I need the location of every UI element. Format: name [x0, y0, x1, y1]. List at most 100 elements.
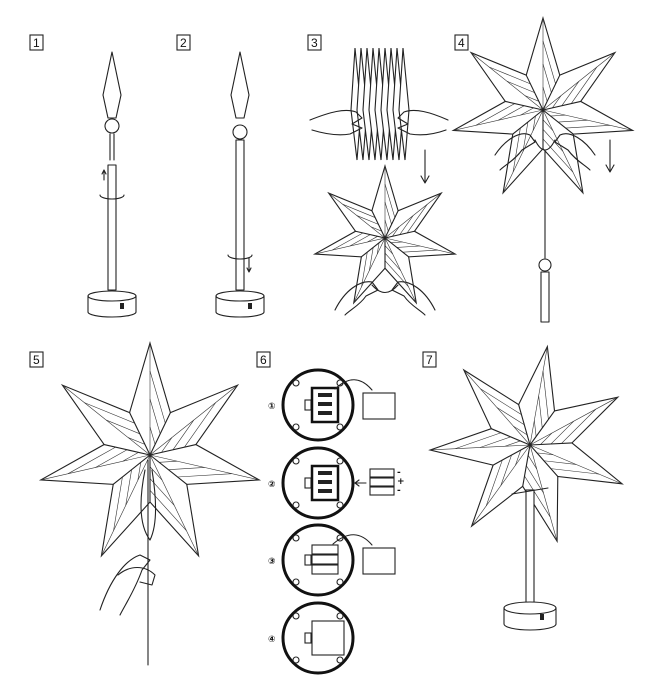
down-arrow-icon [605, 139, 615, 173]
star-fold-line [184, 402, 216, 448]
star-fold-line [529, 442, 573, 446]
star-fold-line [532, 115, 536, 131]
star-fold-line [360, 237, 386, 258]
star-fold-line [454, 432, 502, 450]
star-fold-line [540, 432, 553, 445]
star-fold-line [361, 252, 368, 287]
curved-arrow-icon [334, 379, 373, 391]
star-fold-line [127, 437, 146, 445]
star-fold-line [122, 452, 139, 462]
star-fold-line [370, 226, 382, 232]
star-fold-line [542, 63, 552, 93]
battery-contact [318, 480, 332, 484]
step-2-label: 2 [176, 34, 191, 51]
star-fold-line [496, 407, 525, 426]
battery [311, 554, 339, 565]
star-fold-line [113, 476, 123, 531]
star-fold-line [504, 100, 544, 111]
star-fold-line [384, 245, 394, 255]
battery-contact [318, 411, 332, 415]
star-fold-line [399, 215, 414, 235]
star-fold-line [571, 66, 598, 104]
star-fold-line [529, 444, 559, 478]
battery-cover [362, 547, 396, 575]
step-2-lamp [215, 51, 265, 318]
step-3-label: 3 [307, 34, 322, 51]
foot-icon [292, 578, 300, 586]
foot-icon [336, 656, 344, 664]
star-fold-line [527, 455, 538, 470]
battery [369, 468, 395, 478]
foot-icon [292, 457, 300, 465]
svg-text:7: 7 [426, 353, 433, 367]
svg-text:3: 3 [311, 36, 318, 50]
battery-contact [318, 402, 332, 406]
star-fold-line [367, 236, 378, 243]
foot-icon [336, 457, 344, 465]
star-fold-line [490, 428, 531, 446]
star-fold-line [534, 420, 537, 437]
star-fold-line [390, 241, 403, 244]
star-fold-line [149, 398, 161, 434]
svg-text:2: 2 [180, 36, 187, 50]
svg-text:6: 6 [260, 353, 267, 367]
battery-contact [318, 393, 332, 397]
star-fold-line [149, 443, 197, 456]
star-fold-line [384, 183, 396, 218]
rotate-arrow-icon [99, 194, 125, 200]
switch-icon [304, 632, 312, 644]
star-fold-line [515, 449, 522, 466]
star-fold-line [492, 444, 531, 466]
star-fold-line [384, 237, 456, 255]
star-fold-line [529, 410, 556, 446]
star-fold-line [384, 219, 389, 232]
foot-icon [336, 423, 344, 431]
star-fold-line [402, 249, 438, 253]
star-fold-line [384, 230, 416, 239]
battery [369, 486, 395, 496]
battery-contact [318, 471, 332, 475]
star-fold-line [525, 74, 544, 111]
star-fold-line [177, 473, 232, 478]
down-arrow-icon [420, 149, 430, 184]
foot-icon [292, 501, 300, 509]
star-fold-line [498, 105, 525, 121]
step-4-label: 4 [454, 34, 469, 51]
star-fold-line [95, 449, 128, 468]
substep-number: ② [268, 480, 276, 490]
star-fold-line [538, 395, 543, 428]
star-fold-line [526, 465, 544, 494]
star-fold-line [149, 454, 188, 485]
foot-icon [292, 612, 300, 620]
star-fold-line [384, 237, 410, 258]
star-fold-line [149, 412, 171, 456]
switch-icon [304, 477, 312, 489]
star-fold-line [565, 125, 611, 129]
battery-polarity: + [397, 477, 405, 487]
battery [311, 544, 339, 555]
svg-text:1: 1 [33, 36, 40, 50]
foot-icon [336, 612, 344, 620]
rotate-arrow-icon [227, 254, 253, 260]
star-fold-line [542, 138, 574, 173]
star-fold-line [524, 95, 539, 102]
star-fold-line [512, 109, 544, 135]
star-fold-line [168, 467, 205, 470]
battery [369, 477, 395, 487]
step-6-label: 6 [256, 351, 271, 368]
foot-icon [292, 534, 300, 542]
step-5-star [38, 341, 262, 558]
curved-arrow-icon [332, 534, 373, 546]
up-arrow-icon [101, 169, 107, 181]
down-arrow-icon [246, 257, 252, 273]
substep-number: ① [268, 402, 276, 412]
step-5-label: 5 [29, 351, 44, 368]
star-fold-line [67, 446, 116, 474]
star-fold-line [550, 420, 575, 445]
star-fold-line [522, 121, 529, 152]
star-fold-line [84, 402, 135, 424]
star-fold-line [125, 469, 132, 506]
foot-icon [292, 379, 300, 387]
star-fold-line [542, 129, 564, 152]
